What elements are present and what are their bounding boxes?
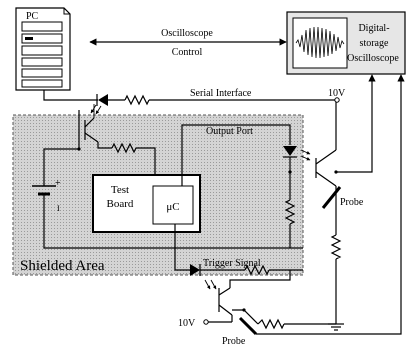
ground-symbol — [328, 320, 344, 331]
mcu-label: μC — [166, 201, 179, 213]
supply-bottom-label: 10V — [178, 318, 196, 329]
serial-interface-line: Serial Interface 10V — [43, 88, 346, 106]
serial-resistor — [124, 94, 150, 106]
base-resistor — [111, 142, 137, 154]
trigger-resistor — [244, 264, 270, 276]
trigger-signal: Trigger Signal — [174, 224, 303, 290]
probe-bottom-label: Probe — [222, 336, 246, 347]
waveform-trace — [295, 26, 345, 59]
dso-label-2: storage — [360, 38, 389, 49]
supply-top-label: 10V — [328, 88, 346, 99]
trigger-signal-label: Trigger Signal — [203, 258, 261, 269]
battery-minus: I — [57, 204, 60, 213]
pc-label: PC — [26, 11, 39, 22]
microcontroller — [152, 185, 194, 225]
pulldown-resistor — [257, 318, 285, 330]
oscilloscope-control-label-2: Control — [172, 47, 203, 58]
pc-tower: PC — [15, 7, 71, 91]
output-led — [283, 146, 297, 156]
dso-label-1: Digital- — [358, 23, 389, 34]
oscilloscope-control-label-1: Oscilloscope — [161, 28, 213, 39]
output-port-label: Output Port — [206, 126, 253, 137]
probe-right-label: Probe — [340, 197, 364, 208]
trigger-led — [190, 264, 200, 276]
output-port: Output Port — [181, 124, 311, 248]
test-board-label-2: Board — [107, 198, 134, 210]
output-resistor — [284, 199, 296, 225]
supply-node-top — [334, 97, 340, 103]
battery-circuit: + I — [32, 148, 303, 249]
supply-node-bottom — [203, 319, 209, 325]
input-optocoupler — [77, 104, 156, 175]
probe-right-tip — [321, 186, 342, 209]
serial-interface-label: Serial Interface — [190, 88, 252, 99]
serial-diode — [98, 94, 108, 106]
digital-storage-oscilloscope: Digital- storage Oscilloscope — [286, 11, 406, 75]
battery-plus: + — [55, 178, 61, 189]
dso-label-3: Oscilloscope — [347, 53, 399, 64]
oscilloscope-control-link: Oscilloscope Control — [89, 28, 287, 58]
test-board: Test Board μC — [92, 174, 201, 233]
output-optocoupler: Probe — [315, 74, 376, 320]
emitter-resistor — [330, 234, 342, 260]
shielded-area-label: Shielded Area — [20, 258, 105, 274]
probe-bottom-tip — [238, 316, 258, 336]
trigger-optocoupler: 10V Probe — [178, 74, 405, 347]
test-board-label-1: Test — [111, 184, 129, 196]
